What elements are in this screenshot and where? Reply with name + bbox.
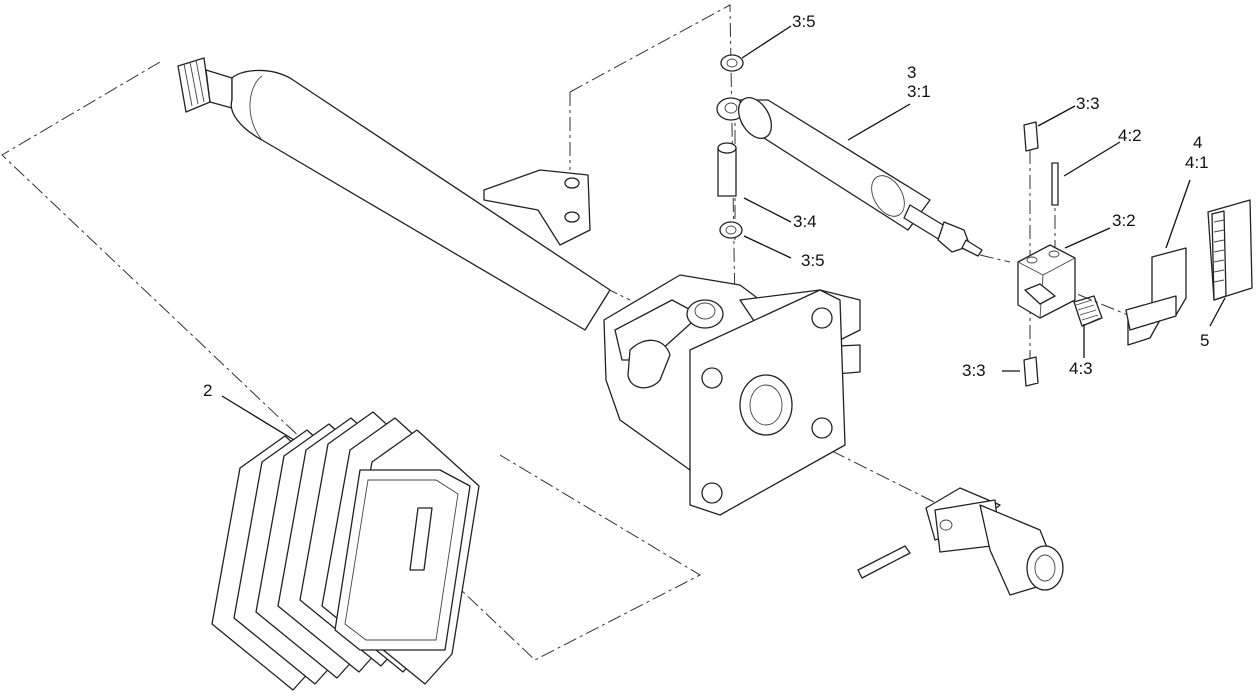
leader-lines: [221, 25, 1226, 441]
callout-3-5-bottom: 3:5: [801, 251, 825, 270]
gas-spring: [716, 97, 983, 257]
pin-3-4: [717, 142, 737, 197]
steering-column-shaft: [177, 57, 611, 331]
callout-4-3: 4:3: [1069, 359, 1093, 378]
mounting-plate: [689, 289, 846, 516]
callout-2: 2: [203, 381, 213, 400]
pin-4-2: [1051, 162, 1059, 206]
assembly-lines: [1, 4, 1141, 661]
grip-pad: [1207, 199, 1253, 301]
callout-3-3-bottom: 3:3: [962, 361, 986, 380]
callout-3-5-top: 3:5: [792, 12, 816, 31]
mounting-bracket: [483, 169, 591, 246]
callout-3: 3: [907, 63, 917, 82]
callout-4-2: 4:2: [1118, 126, 1142, 145]
universal-joint: [925, 487, 1064, 596]
callout-3-4: 3:4: [793, 212, 817, 231]
latch-lever: [1125, 247, 1187, 346]
washer-bottom: [719, 221, 743, 239]
callout-4-1: 4:1: [1185, 153, 1209, 172]
washer-top: [720, 54, 744, 72]
clevis-block: [1017, 244, 1076, 319]
callout-3-1: 3:1: [907, 82, 931, 101]
joint-pin: [857, 545, 911, 579]
bellows-boot: [211, 411, 480, 691]
callout-3-3-top: 3:3: [1076, 94, 1100, 113]
spring-4-3: [1073, 295, 1103, 327]
callout-5: 5: [1200, 331, 1210, 350]
callout-3-2: 3:2: [1112, 211, 1136, 230]
roll-pin-bottom: [1023, 356, 1039, 387]
callout-4: 4: [1193, 133, 1203, 152]
roll-pin-top: [1023, 121, 1039, 152]
